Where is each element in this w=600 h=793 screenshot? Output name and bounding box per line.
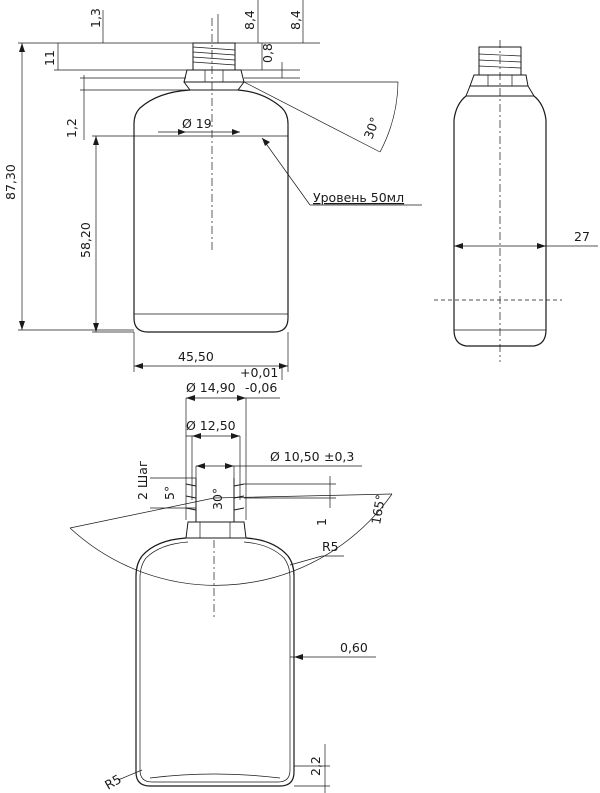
- dim-d14-90: Ø 14,90: [186, 380, 236, 395]
- angle-30-front: 30°: [361, 115, 383, 141]
- dim-0-8: 0,8: [260, 43, 275, 63]
- angle-5: 5°: [162, 486, 177, 500]
- side-view: 27: [434, 40, 598, 362]
- dim-45-50: 45,50: [178, 349, 214, 364]
- dim-27: 27: [574, 229, 590, 244]
- dim-58-20: 58,20: [78, 222, 93, 258]
- tol-pm: ±0,3: [324, 449, 354, 464]
- dim-1-3: 1,3: [88, 8, 103, 28]
- tol-plus: +0,01: [240, 365, 278, 380]
- dim-d12-50: Ø 12,50: [186, 418, 236, 433]
- dim-8-4-a: 8,4: [242, 10, 257, 30]
- front-neck-thread: [183, 42, 245, 91]
- dim-87-30: 87,30: [3, 164, 18, 200]
- tol-minus: -0,06: [245, 380, 277, 395]
- radius-r5: R5: [322, 539, 339, 554]
- section-view: +0,01 Ø 14,90 -0,06 Ø 12,50 Ø 10,50 ±0,3…: [69, 365, 393, 793]
- dim-8-4-b: 8,4: [288, 10, 303, 30]
- dim-d19: Ø 19: [182, 116, 212, 131]
- pitch-label: 2 Шаг: [135, 460, 150, 500]
- level-label: Уровень 50мл: [313, 190, 404, 205]
- angle-30-section: 30°: [210, 488, 225, 510]
- front-bottle-body: [133, 89, 289, 333]
- front-view: 87,30 11 1,3 1,2 58,20 8,4 8,4 0,8 30°: [3, 0, 422, 372]
- wall-0-60: 0,60: [340, 640, 368, 655]
- radius-bottom: R5: [102, 771, 124, 792]
- dim-11: 11: [42, 50, 57, 66]
- section-bottle-body: [135, 537, 295, 787]
- dim-1-2: 1,2: [64, 118, 79, 138]
- dim-2-2: 2,2: [308, 756, 323, 776]
- dim-1: 1: [314, 518, 329, 526]
- angle-165: 165°: [368, 493, 388, 525]
- dim-d10-50: Ø 10,50: [270, 449, 320, 464]
